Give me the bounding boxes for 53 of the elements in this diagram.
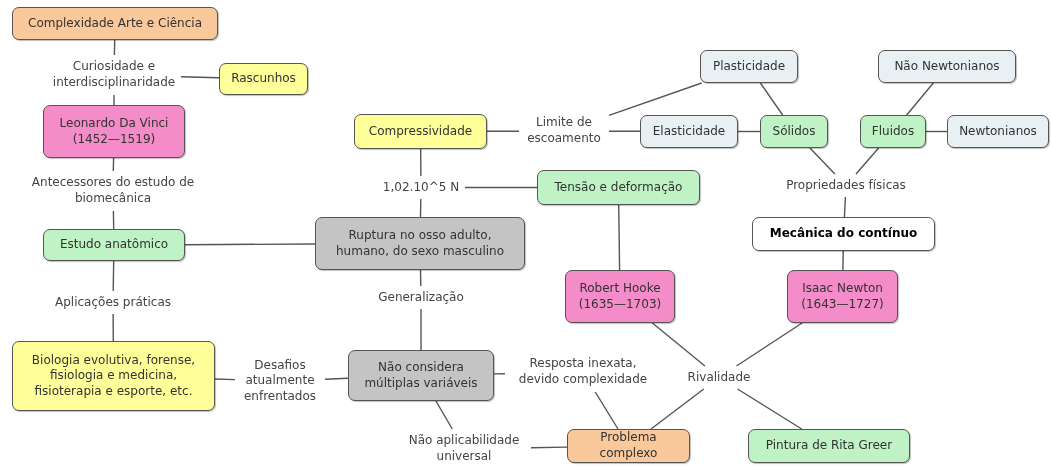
connector-line [608, 82, 703, 116]
connector-line [180, 76, 220, 79]
connector-line [906, 82, 934, 116]
concept-box: Tensão e deformação [537, 170, 700, 205]
concept-box: Isaac Newton (1643—1727) [787, 270, 898, 323]
connector-line [737, 130, 761, 133]
concept-box: Plasticidade [700, 50, 798, 83]
connector-line [214, 378, 236, 381]
connector-line [594, 391, 619, 430]
connector-line [419, 198, 422, 218]
connector-line [464, 186, 538, 189]
concept-box: Problema complexo [567, 429, 690, 463]
connector-line [113, 94, 115, 106]
connector-line [736, 388, 803, 430]
concept-box: Rascunhos [219, 63, 308, 95]
concept-box: Newtonianos [947, 115, 1049, 148]
connector-line [843, 196, 847, 218]
connector-line [618, 204, 621, 271]
concept-box: Pintura de Rita Greer [748, 429, 910, 463]
connector-line [112, 210, 115, 230]
connector-line [842, 250, 844, 271]
connector-line [735, 322, 803, 367]
connector-line [493, 373, 506, 375]
connector-line [112, 260, 115, 292]
concept-box: Mecânica do contínuo [752, 217, 935, 251]
connector-line [486, 130, 520, 132]
connector-line [650, 388, 705, 430]
connector-line [435, 400, 453, 430]
connector-line [855, 147, 880, 175]
concept-box: Estudo anatômico [43, 229, 185, 261]
connector-line [608, 130, 641, 132]
concept-box: Elasticidade [640, 115, 738, 148]
concept-box: Não Newtonianos [878, 50, 1016, 83]
concept-box: Leonardo Da Vinci (1452—1519) [43, 105, 185, 158]
concept-box: Compressividade [354, 114, 487, 149]
concept-box: Fluidos [860, 115, 926, 148]
concept-box: Complexidade Arte e Ciência [12, 7, 218, 40]
concept-box: Não considera múltiplas variáveis [348, 350, 494, 401]
connector-line [651, 322, 706, 367]
concept-box: Sólidos [760, 115, 828, 148]
connector-line [184, 243, 316, 246]
connector-line [420, 148, 422, 177]
concept-box: Robert Hooke (1635—1703) [565, 270, 675, 323]
connector-line [530, 446, 568, 449]
connector-line [324, 377, 349, 380]
linking-phrase: Curiosidade e interdisciplinaridade [50, 58, 178, 92]
connector-line [925, 130, 948, 133]
concept-box: Biologia evolutiva, forense, fisiologia e medicina, fisioterapia e esporte, etc. [12, 341, 215, 411]
connector-line [759, 82, 784, 116]
connector-line [112, 313, 114, 342]
connector-line [809, 147, 836, 175]
concept-box: Ruptura no osso adulto, humano, do sexo masculino [315, 217, 525, 270]
connector-line [420, 308, 422, 351]
